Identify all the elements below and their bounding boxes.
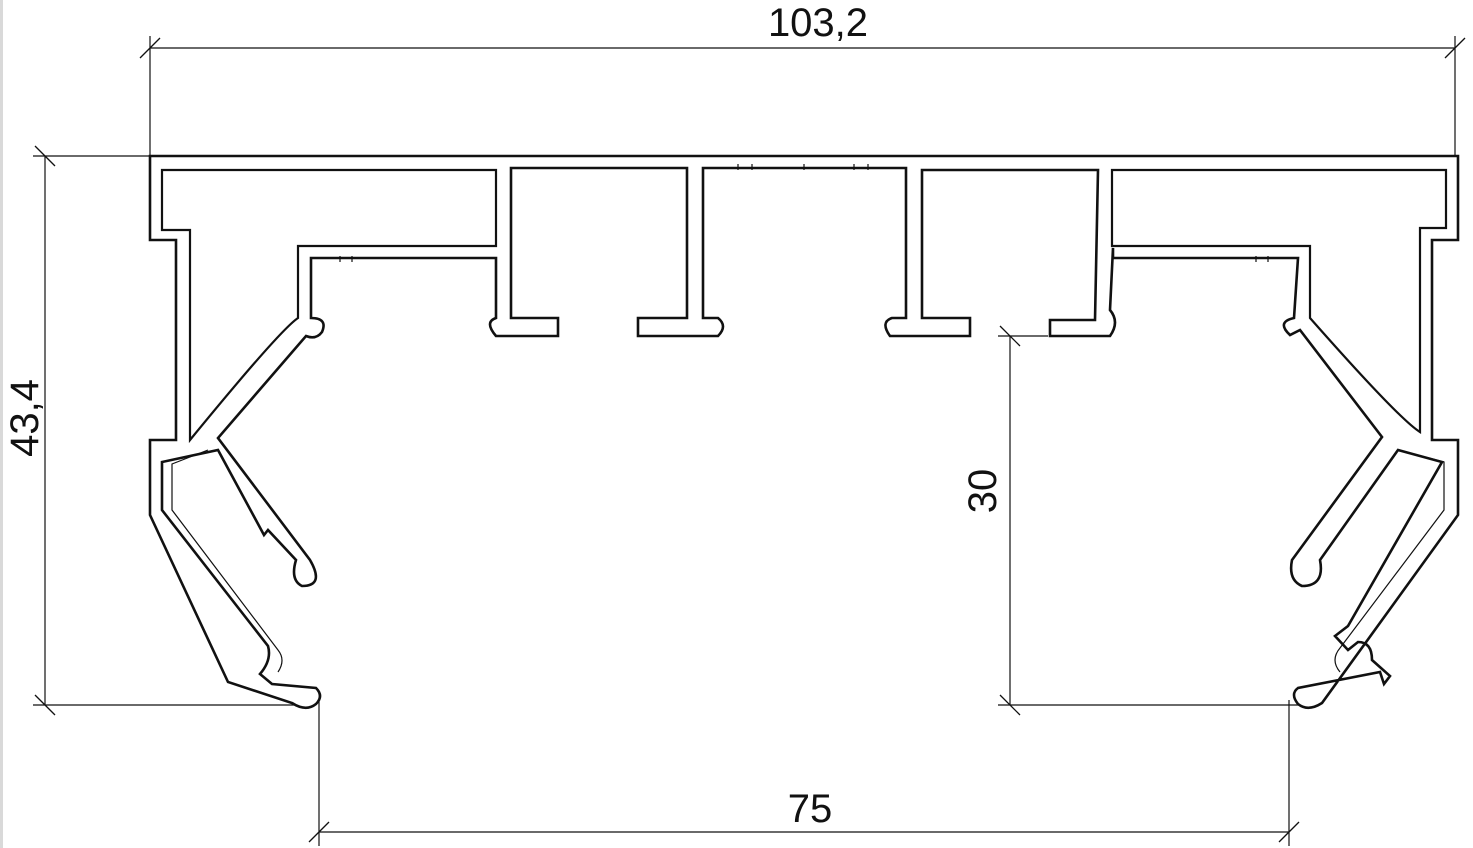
dimension-label-inner-height: 30 [961,469,1005,514]
dimension-label-opening-width: 75 [788,787,833,831]
dimension-opening-width: 75 [308,700,1300,846]
cavity-top-left [160,168,498,444]
dimension-label-overall-width: 103,2 [768,1,868,45]
dimension-overall-height: 43,4 [3,145,310,716]
profile-cross-section [148,154,1460,710]
dimension-inner-height: 30 [961,325,1300,716]
right-arm-inner-line [1334,449,1445,673]
page-edge [0,0,3,848]
dimension-label-overall-height: 43,4 [3,379,47,457]
left-arm-inner-line [171,449,283,673]
cavity-top-right [1110,168,1448,434]
dimension-overall-width: 103,2 [139,1,1466,156]
groove-marks-top [339,164,1269,262]
